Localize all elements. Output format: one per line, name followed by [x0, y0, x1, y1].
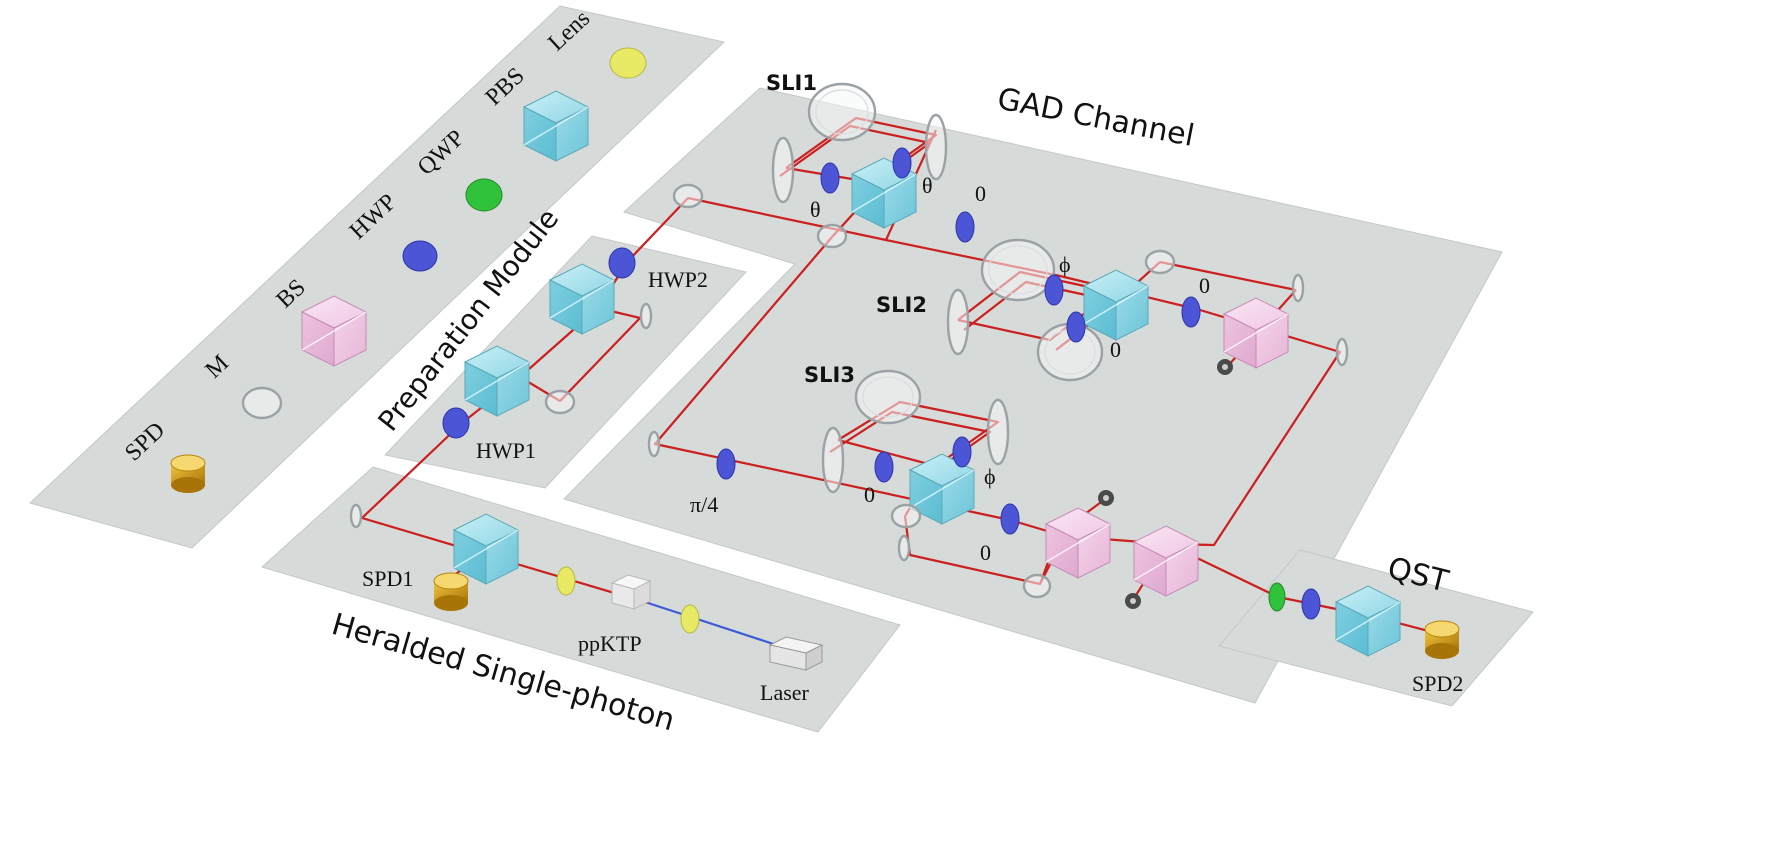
source-lens-2-icon	[680, 604, 700, 634]
label-zero-a: 0	[975, 181, 986, 206]
sli1-mirror-bottom-icon	[816, 223, 848, 249]
label-theta-a: θ	[810, 197, 821, 222]
label-phi-a: ϕ	[1059, 252, 1071, 277]
legend-components	[170, 47, 647, 494]
label-sli2: SLI2	[876, 293, 927, 317]
label-zero-c: 0	[1199, 273, 1210, 298]
gad-components	[647, 82, 1349, 609]
label-sli1: SLI1	[766, 71, 817, 95]
gad-hwp-zero-e-icon	[1000, 503, 1020, 535]
sli1-mirror-top-icon	[807, 82, 877, 142]
legend-qwp-icon	[465, 178, 503, 212]
hwp1-icon	[442, 407, 470, 439]
label-laser: Laser	[760, 680, 810, 705]
label-zero-b: 0	[1110, 337, 1121, 362]
spd2-icon	[1424, 620, 1460, 660]
gad-beam-dump-3-icon	[1125, 593, 1141, 609]
label-pi4: π/4	[690, 492, 718, 517]
sli2-mirror-left-icon	[946, 288, 970, 356]
sli3-mirror-bottom-icon	[890, 503, 922, 529]
prep-mirror-2-icon	[544, 389, 576, 415]
gad-mirror-low-2-icon	[1022, 573, 1052, 599]
label-zero-d: 0	[864, 482, 875, 507]
gad-mirror-far-right-1-icon	[1291, 273, 1305, 303]
prep-mirror-3-icon	[672, 183, 704, 209]
label-sli3: SLI3	[804, 363, 855, 387]
hwp2-icon	[608, 247, 636, 279]
label-spd1: SPD1	[362, 566, 413, 591]
label-phi-b: ϕ	[984, 464, 996, 489]
sli1-mirror-right-icon	[924, 113, 948, 181]
source-mirror-icon	[349, 503, 363, 529]
sli1-hwp-theta-a-icon	[820, 162, 840, 194]
module-title-gad: GAD Channel	[994, 81, 1197, 153]
qst-qwp-icon	[1268, 582, 1286, 612]
sli2-hwp-phi-icon	[1044, 274, 1064, 306]
gad-hwp-zero-c-icon	[1181, 296, 1201, 328]
label-theta-b: θ	[922, 173, 933, 198]
preparation-plate	[384, 235, 747, 489]
gad-mirror-far-right-2-icon	[1335, 337, 1349, 367]
label-hwp1: HWP1	[476, 438, 536, 463]
legend-mirror-icon	[241, 386, 283, 420]
sli3-mirror-right-icon	[986, 398, 1010, 466]
sli2-mirror-top-icon	[980, 238, 1056, 302]
preparation-components	[442, 183, 704, 439]
legend-hwp-icon	[402, 240, 438, 272]
gad-mirror-left-icon	[647, 430, 661, 458]
heralded-components	[349, 503, 824, 671]
sli3-mirror-top-icon	[854, 369, 922, 425]
sli3-hwp-phi-icon	[952, 436, 972, 468]
component-labels: SLI1 SLI2 SLI3 HWP1 HWP2 SPD1 SPD2 ppKTP…	[362, 71, 1463, 705]
laser-icon	[768, 636, 824, 671]
sli3-mirror-left-icon	[821, 426, 845, 494]
prep-mirror-1-icon	[639, 302, 653, 330]
sli3-hwp-zero-icon	[874, 451, 894, 483]
gad-hwp-pi4-icon	[716, 448, 736, 480]
qst-hwp-icon	[1301, 588, 1321, 620]
label-zero-e: 0	[980, 540, 991, 565]
sli2-hwp-zero-icon	[1066, 311, 1086, 343]
legend-lens-icon	[609, 47, 647, 79]
gad-mirror-low-1-icon	[897, 534, 911, 562]
label-hwp2: HWP2	[648, 267, 708, 292]
sli1-hwp-theta-b-icon	[892, 147, 912, 179]
gad-beam-dump-2-icon	[1098, 490, 1114, 506]
legend-spd-icon	[170, 454, 206, 494]
source-lens-1-icon	[556, 566, 576, 596]
spd1-icon	[433, 572, 469, 612]
gad-hwp-zero-a-icon	[955, 211, 975, 243]
ppktp-crystal-icon	[610, 574, 652, 610]
label-spd2: SPD2	[1412, 671, 1463, 696]
heralded-plate	[261, 466, 901, 733]
sli2-mirror-right-icon	[1144, 249, 1176, 275]
gad-plate	[563, 87, 1503, 704]
sli1-mirror-left-icon	[771, 136, 795, 204]
gad-beam-dump-1-icon	[1217, 359, 1233, 375]
label-ppktp: ppKTP	[578, 631, 642, 656]
qst-components	[1268, 582, 1460, 660]
